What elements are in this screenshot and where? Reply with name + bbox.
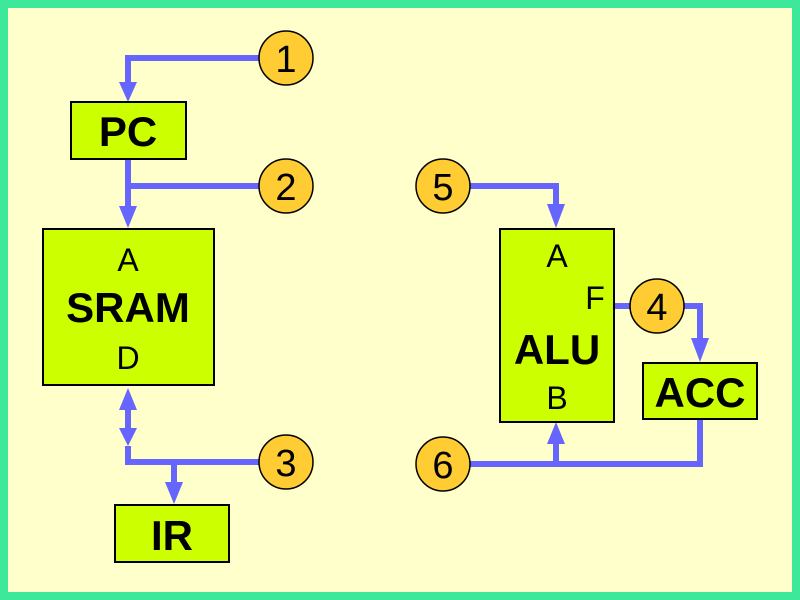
wire-4-to-acc	[680, 303, 703, 342]
alu-block: A F ALU B	[499, 228, 615, 423]
pc-label: PC	[99, 108, 157, 155]
badge-5: 5	[415, 158, 471, 214]
badge-2: 2	[258, 158, 314, 214]
pc-block: PC	[70, 101, 187, 160]
arrowhead-into-alu-a	[547, 204, 565, 228]
ir-label: IR	[151, 512, 193, 559]
badge-5-number: 5	[432, 167, 453, 209]
arrowhead-into-pc	[119, 82, 137, 102]
alu-port-b-label: B	[546, 380, 567, 416]
badge-1: 1	[258, 30, 314, 86]
badge-4: 4	[629, 278, 685, 334]
acc-label: ACC	[655, 369, 746, 416]
sram-label: SRAM	[66, 284, 190, 331]
ir-block: IR	[114, 504, 230, 563]
badge-6: 6	[415, 436, 471, 492]
alu-label: ALU	[514, 326, 600, 373]
arrowhead-into-ir	[165, 482, 183, 504]
badge-3: 3	[258, 434, 314, 490]
acc-block: ACC	[642, 362, 758, 420]
arrowhead-into-sram-d	[119, 388, 137, 410]
alu-port-f-label: F	[585, 280, 605, 316]
arrowhead-into-sram	[119, 206, 137, 228]
sram-block: A SRAM D	[42, 228, 215, 386]
badge-6-number: 6	[432, 445, 453, 487]
badge-1-number: 1	[275, 39, 296, 81]
arrowhead-from-sram-d	[119, 428, 137, 446]
arrowhead-into-alu-b	[547, 422, 565, 444]
alu-port-a-label: A	[546, 238, 568, 274]
wire-5-to-alu-a	[470, 183, 559, 208]
badge-2-number: 2	[275, 167, 296, 209]
wire-6-acc-loop	[470, 420, 703, 467]
sram-port-d-label: D	[116, 340, 139, 376]
wire-1-to-pc	[125, 55, 260, 88]
badge-4-number: 4	[646, 287, 667, 329]
badge-3-number: 3	[275, 443, 296, 485]
arrowhead-into-acc	[691, 338, 709, 362]
wire-bus-3	[125, 446, 260, 465]
sram-port-a-label: A	[117, 242, 139, 278]
